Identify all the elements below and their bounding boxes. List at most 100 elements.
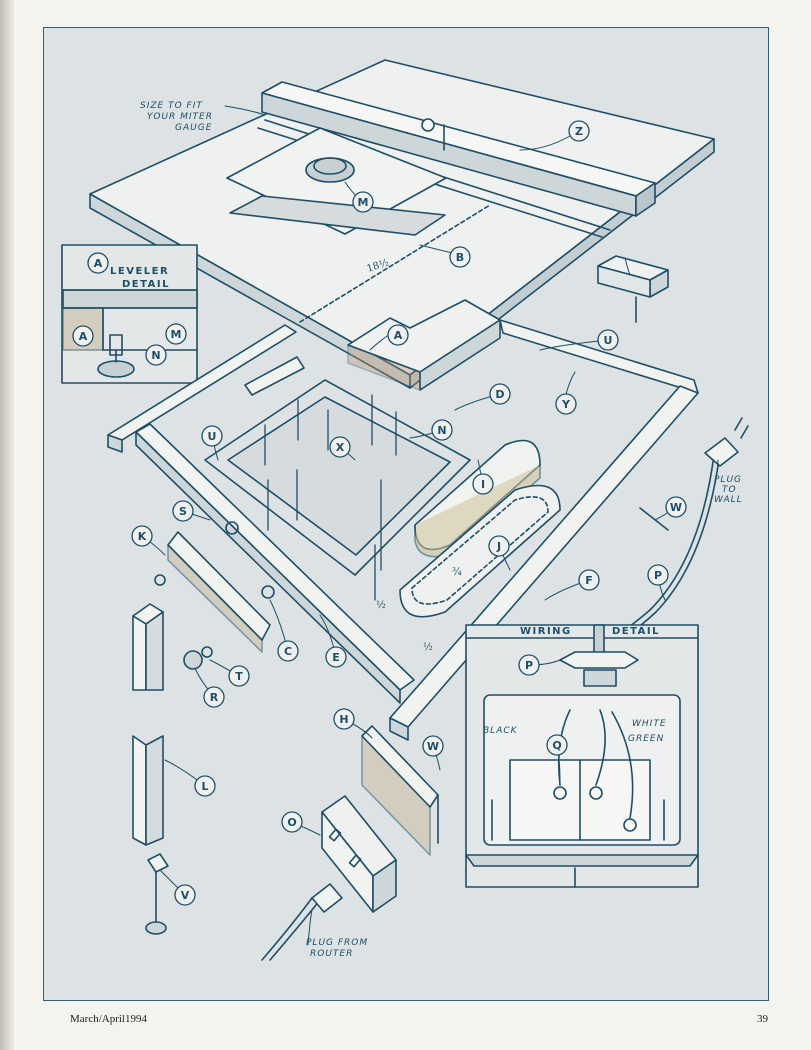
fence xyxy=(261,81,656,217)
callout-j: J xyxy=(488,535,510,557)
issue-date: March/April1994 xyxy=(70,1013,147,1025)
leveler-callout-n: N xyxy=(145,344,167,366)
part-a-block xyxy=(347,299,501,391)
callout-label: M xyxy=(358,196,369,209)
leveling-bolts xyxy=(264,394,397,601)
note-your-miter: YOUR MITER xyxy=(147,112,213,122)
callout-label: N xyxy=(151,349,160,362)
callout-d: D xyxy=(489,383,511,405)
wiring-title-left: WIRING xyxy=(520,626,572,637)
dim-half-a: ½ xyxy=(376,600,386,611)
dim-half-b: ½ xyxy=(423,642,433,653)
callout-w-lower: W xyxy=(422,735,444,757)
router-cord xyxy=(269,899,321,961)
screw-w xyxy=(639,507,669,531)
callout-label: V xyxy=(181,889,190,902)
bolt-s xyxy=(225,521,239,535)
binding-shadow xyxy=(0,0,14,1050)
outlet-o xyxy=(321,795,397,913)
callout-label: Y xyxy=(561,398,571,411)
callout-label: K xyxy=(138,530,147,543)
callout-t: T xyxy=(228,665,250,687)
note-wall: WALL xyxy=(714,495,743,505)
callout-l: L xyxy=(194,775,216,797)
callout-w-right: W xyxy=(665,496,687,518)
wiring-detail-box xyxy=(465,624,699,888)
knob-r xyxy=(183,650,203,670)
callout-label: F xyxy=(585,574,593,587)
callout-label: B xyxy=(456,251,464,264)
callout-label: P xyxy=(654,569,662,582)
callout-n-frame: N xyxy=(431,419,453,441)
wiring-callout-q: Q xyxy=(546,734,568,756)
router-plug xyxy=(311,883,343,913)
spacer-stick xyxy=(244,356,305,396)
note-router: ROUTER xyxy=(310,949,353,959)
callout-label: H xyxy=(339,713,348,726)
callout-label: W xyxy=(427,740,439,753)
callout-z-top: Z xyxy=(568,120,590,142)
callout-label: N xyxy=(437,424,446,437)
wire-white-label: WHITE xyxy=(632,719,667,729)
note-plug-from: PLUG FROM xyxy=(306,938,368,948)
callout-s: S xyxy=(172,500,194,522)
callout-label: U xyxy=(208,430,217,443)
insert-plate xyxy=(226,127,447,235)
side-plate-k xyxy=(167,531,271,653)
storage-board xyxy=(399,439,561,618)
leveler-callout-a-lower: A xyxy=(72,325,94,347)
leveler-callout-a-top: A xyxy=(87,252,109,274)
callout-label: C xyxy=(284,645,292,658)
note-size-to-fit: SIZE TO FIT xyxy=(140,101,203,111)
callout-y: Y xyxy=(555,393,577,415)
callout-h: H xyxy=(333,708,355,730)
note-plug: PLUG xyxy=(714,475,742,485)
leveler-title-2: DETAIL xyxy=(122,279,170,290)
callout-label: E xyxy=(332,651,340,664)
note-gauge: GAUGE xyxy=(175,123,212,133)
washer xyxy=(154,574,166,586)
callout-c: C xyxy=(277,640,299,662)
leveler-callout-m: M xyxy=(165,323,187,345)
callout-u: U xyxy=(597,329,619,351)
callout-label: A xyxy=(94,257,103,270)
callout-m: M xyxy=(352,191,374,213)
callout-label: S xyxy=(179,505,187,518)
callout-label: J xyxy=(496,540,501,553)
callout-label: P xyxy=(525,659,533,672)
switch-panel-h xyxy=(361,725,439,856)
stop-block xyxy=(597,255,669,323)
wire-green-label: GREEN xyxy=(628,734,664,744)
leveler-foot xyxy=(145,853,169,935)
callout-label: X xyxy=(336,441,345,454)
callout-p-cord: P xyxy=(647,564,669,586)
callout-o: O xyxy=(281,811,303,833)
callout-a-block: A xyxy=(387,324,409,346)
callout-label: A xyxy=(79,330,88,343)
callout-u-frame: U xyxy=(201,425,223,447)
wiring-callout-p: P xyxy=(518,654,540,676)
callout-label: R xyxy=(210,691,219,704)
callout-r: R xyxy=(203,686,225,708)
leveler-detail-box xyxy=(61,244,198,384)
callout-k: K xyxy=(131,525,153,547)
page-number: 39 xyxy=(757,1013,768,1025)
wall-plug xyxy=(704,437,739,467)
callout-label: Q xyxy=(552,739,561,752)
leg-l-upper xyxy=(132,603,164,691)
callouts: Z M B A U D Y xyxy=(72,120,687,906)
callout-x: X xyxy=(329,436,351,458)
leg-l-lower xyxy=(132,735,164,846)
callout-e: E xyxy=(325,646,347,668)
callout-label: D xyxy=(495,388,504,401)
wiring-title-right: DETAIL xyxy=(612,626,660,637)
callout-label: O xyxy=(287,816,296,829)
wire-black-label: BLACK xyxy=(483,726,518,736)
callout-f: F xyxy=(578,569,600,591)
callout-i: I xyxy=(472,473,494,495)
callout-label: L xyxy=(201,780,208,793)
callout-label: I xyxy=(481,478,485,491)
dim-three-quarter: ¾ xyxy=(452,567,462,578)
